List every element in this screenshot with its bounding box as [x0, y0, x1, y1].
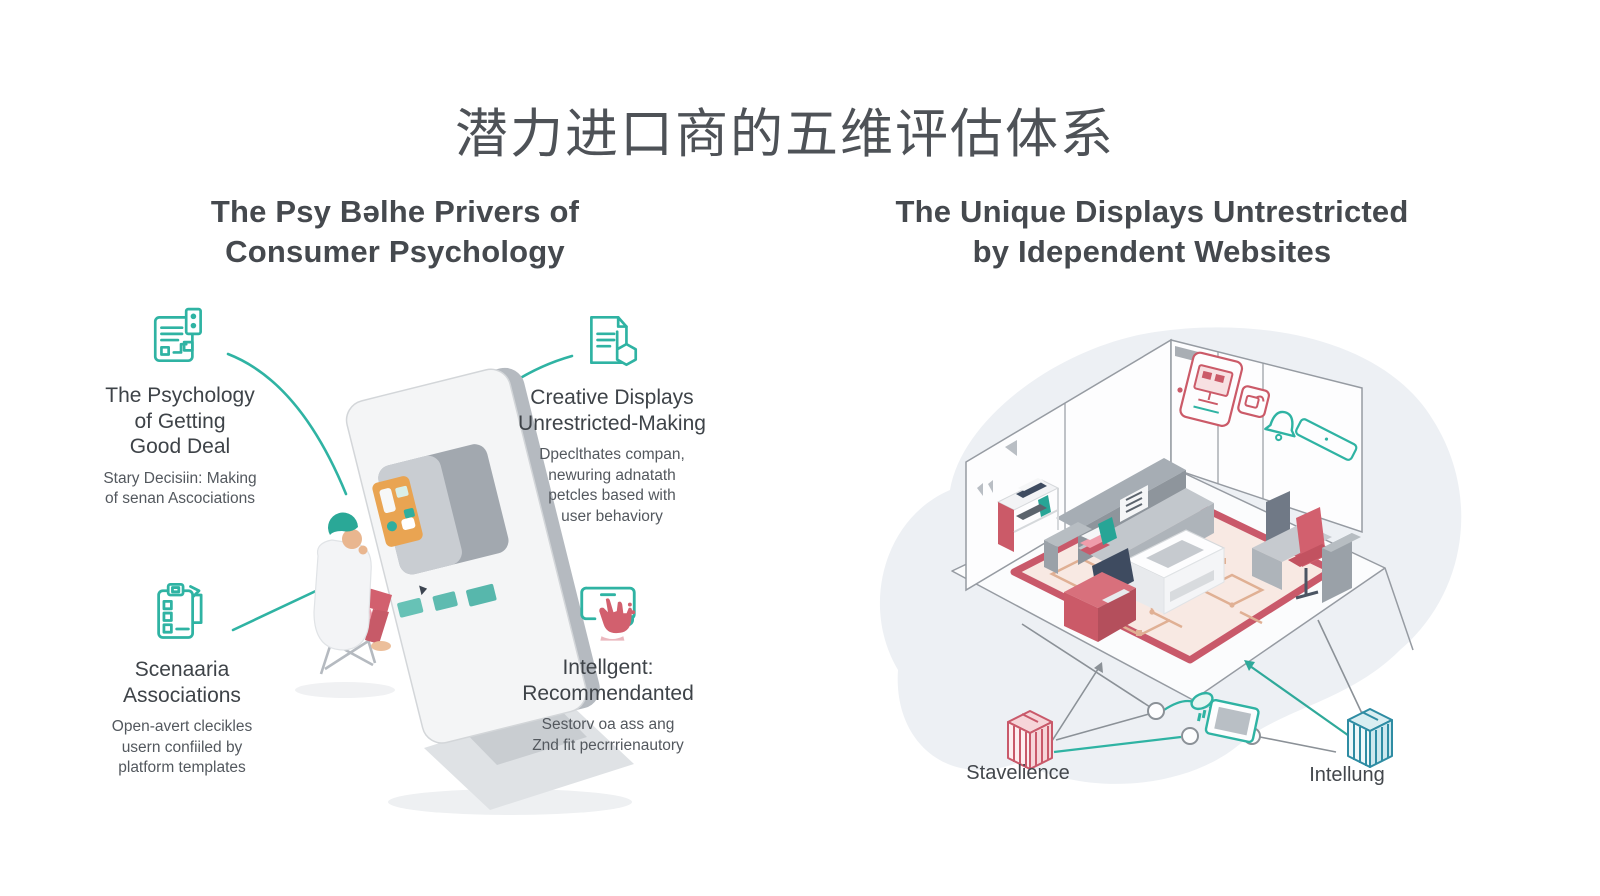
page-title: 潜力进口商的五维评估体系 — [455, 105, 1115, 164]
hand-cursor — [599, 598, 636, 641]
arrow-head-gray — [1094, 662, 1103, 673]
report-document-icon — [153, 307, 202, 363]
callout-intelligent-recommend: Intellgent: Recommendanted Sestorv oa as… — [493, 575, 723, 756]
desk-workstation — [1252, 491, 1361, 603]
sofa-list-panel — [1120, 485, 1148, 522]
callout-scenaaria-associations: Scenaaria Associations Open-avert clecik… — [67, 577, 297, 779]
callout-creative-displays: Creative Displays Unrestricted-Making Dp… — [497, 305, 727, 528]
bell-icon — [1264, 410, 1296, 442]
lock-badge-icon — [1237, 385, 1271, 419]
callout-title: Scenaaria Associations — [123, 658, 241, 707]
callout-title: Creative Displays Unrestricted-Making — [518, 386, 706, 435]
monitor-frame-icon — [1179, 351, 1244, 427]
coffee-table — [1124, 529, 1226, 615]
kiosk-illustration — [345, 367, 634, 815]
books-on-sofa — [1080, 517, 1117, 555]
callout-subtitle: Dpeclthates compan, newuring adnatath pe… — [539, 446, 685, 526]
callout-title: Intellgent: Recommendanted — [522, 656, 694, 705]
stavelience-label: Stavelience — [966, 762, 1070, 784]
arrow-head-teal — [1244, 660, 1255, 671]
tv-stand — [1064, 548, 1136, 642]
left-panel-heading: The Psy Bəlhe Privers of Consumer Psycho… — [210, 194, 580, 269]
callout-psychology-good-deal: The Psychology of Getting Good Deal Star… — [65, 303, 295, 510]
tap-screen-icon — [580, 586, 636, 641]
seated-person — [295, 512, 395, 698]
callout-subtitle: Stary Decisiin: Making of senan Ascociat… — [103, 469, 257, 508]
stavelience-box-icon — [1007, 710, 1053, 770]
network-lines — [1021, 619, 1367, 754]
search-bar-icon — [1295, 418, 1358, 461]
intellung-label: Intellung — [1309, 764, 1385, 786]
right-panel-heading: The Unique Displays Untrestricted by Ide… — [895, 194, 1409, 269]
tablet-device-icon — [1190, 691, 1260, 744]
room-illustration — [879, 327, 1462, 784]
clipboard-checklist-icon — [157, 582, 203, 639]
callout-subtitle: Sestorv oa ass ang Znd fit pecrrrienauto… — [532, 716, 684, 754]
kiosk-app-card — [372, 476, 423, 547]
callout-subtitle: Open-avert clecikles usern confiiled by … — [111, 718, 253, 777]
shelf — [996, 478, 1060, 552]
intellung-box-icon — [1347, 708, 1393, 768]
wall-decor — [1177, 351, 1358, 461]
document-hexagon-icon — [590, 315, 638, 367]
callout-title: The Psychology of Getting Good Deal — [105, 384, 255, 459]
